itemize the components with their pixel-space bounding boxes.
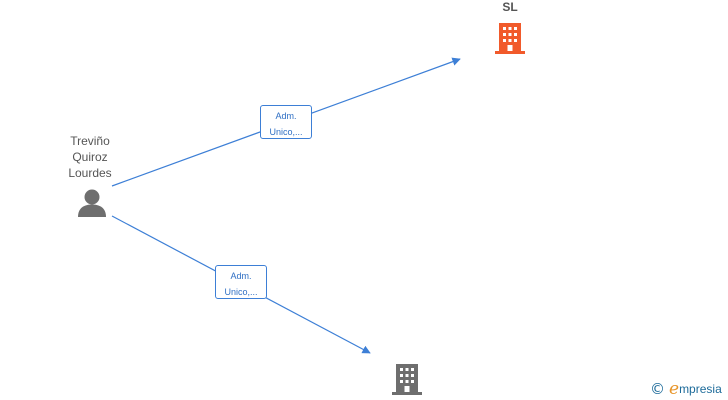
edge-label-person-to-sl[interactable]: Adm. Unico,... (260, 105, 312, 139)
empresia-watermark: © e mpresia (650, 378, 728, 400)
building-icon[interactable] (391, 362, 423, 396)
person-icon[interactable] (76, 188, 108, 218)
edge-label-line-2: Unico,... (269, 127, 303, 137)
company-label-sl: SL (502, 0, 518, 14)
edge-label-line-1: Adm. (230, 271, 252, 281)
person-name-line-3: Lourdes (68, 166, 112, 180)
brand-e-letter: e (669, 379, 680, 399)
edge-label-line-1: Adm. (275, 111, 297, 121)
edge-label-line-2: Unico,... (224, 287, 258, 297)
person-name-line-1: Treviño (70, 134, 110, 148)
copyright-symbol: © (650, 380, 665, 398)
person-name: Treviño Quiroz Lourdes (50, 133, 130, 181)
person-name-line-2: Quiroz (72, 150, 108, 164)
building-icon[interactable] (494, 21, 526, 55)
edge-label-person-to-company-2[interactable]: Adm. Unico,... (215, 265, 267, 299)
brand-name: mpresia (679, 382, 722, 396)
